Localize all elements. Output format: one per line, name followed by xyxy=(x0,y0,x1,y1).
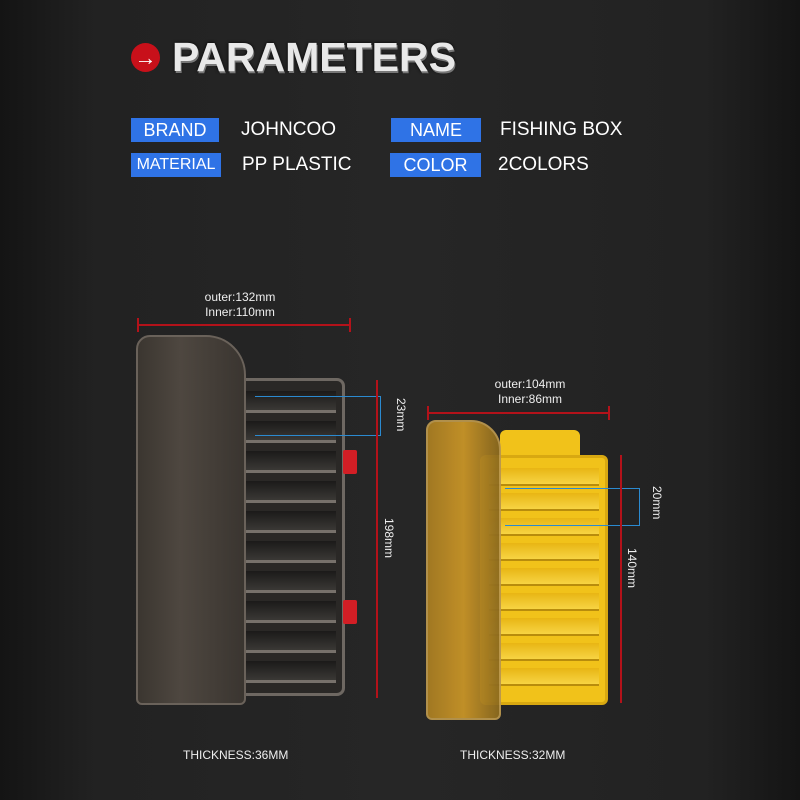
small-box-lid xyxy=(426,420,501,720)
large-box-lid xyxy=(136,335,246,705)
slot-guide xyxy=(639,488,640,526)
arrow-right-circle-icon: → xyxy=(131,43,160,72)
large-height-line xyxy=(376,380,378,698)
tick xyxy=(608,406,610,420)
name-value: FISHING BOX xyxy=(500,119,623,140)
small-box-dimensions: outer:104mm Inner:86mm xyxy=(470,377,590,407)
color-label: COLOR xyxy=(390,153,481,177)
small-inner-width: Inner:86mm xyxy=(497,392,563,406)
tick xyxy=(349,318,351,332)
slot-guide xyxy=(255,396,380,397)
large-inner-width: Inner:110mm xyxy=(205,305,275,319)
small-height: 140mm xyxy=(625,548,639,589)
latch xyxy=(343,450,357,474)
slot-guide xyxy=(505,488,640,489)
large-slot-height: 23mm xyxy=(394,398,408,432)
material-value: PP PLASTIC xyxy=(242,154,352,175)
name-label: NAME xyxy=(391,118,481,142)
large-outer-width: outer:132mm xyxy=(204,290,276,304)
slot-guide xyxy=(505,525,640,526)
tick xyxy=(137,318,139,332)
small-outer-width: outer:104mm xyxy=(494,377,566,391)
large-height: 198mm xyxy=(382,518,396,559)
material-label: MATERIAL xyxy=(131,153,221,177)
color-value: 2COLORS xyxy=(498,154,589,175)
large-thickness: THICKNESS:36MM xyxy=(183,748,289,762)
latch xyxy=(343,600,357,624)
slot-guide xyxy=(380,396,381,436)
small-box-tray xyxy=(480,455,608,705)
slot-guide xyxy=(255,435,380,436)
small-slot-height: 20mm xyxy=(650,486,664,520)
tick xyxy=(427,406,429,420)
brand-value: JOHNCOO xyxy=(241,119,336,140)
small-width-line xyxy=(427,412,610,414)
large-box-tray xyxy=(215,378,345,696)
page-title: PARAMETERS xyxy=(172,34,456,80)
large-width-line xyxy=(137,324,350,326)
brand-label: BRAND xyxy=(131,118,219,142)
large-box-dimensions: outer:132mm Inner:110mm xyxy=(180,290,300,320)
small-thickness: THICKNESS:32MM xyxy=(460,748,566,762)
small-height-line xyxy=(620,455,622,703)
